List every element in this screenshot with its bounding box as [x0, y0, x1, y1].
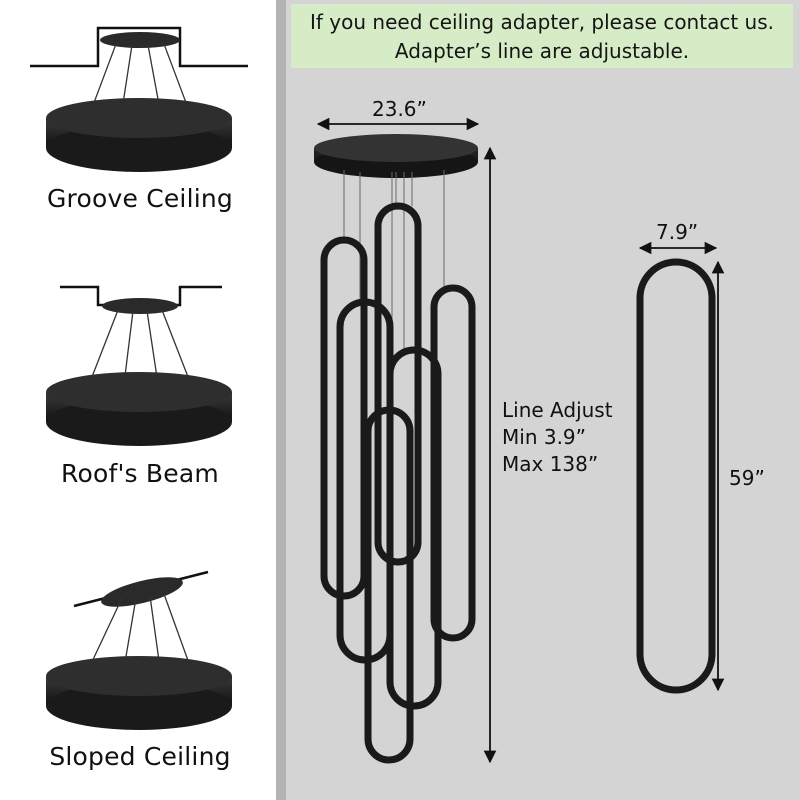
- line-adjust-min: Min 3.9”: [502, 425, 587, 449]
- pendant-ring: [430, 284, 476, 642]
- groove-ceiling-fixture-icon: [30, 26, 248, 172]
- canopy-diameter-label: 23.6”: [372, 97, 427, 121]
- single-ring-icon: [636, 258, 716, 694]
- caption-roof-beam: Roof's Beam: [61, 459, 219, 488]
- caption-sloped-ceiling: Sloped Ceiling: [49, 742, 231, 771]
- pendant-ring: [320, 236, 368, 600]
- adapter-notice-banner: If you need ceiling adapter, please cont…: [291, 4, 793, 68]
- line-adjust-max: Max 138”: [502, 452, 599, 476]
- ring-width-label: 7.9”: [656, 220, 699, 244]
- notice-line-1: If you need ceiling adapter, please cont…: [310, 10, 774, 34]
- canopy-icon: [314, 134, 478, 178]
- sloped-ceiling-fixture-icon: [46, 570, 232, 730]
- pendant-rings: [320, 202, 476, 764]
- caption-groove-ceiling: Groove Ceiling: [46, 184, 233, 213]
- pendant-ring: [364, 406, 414, 764]
- ring-height-label: 59”: [729, 466, 765, 490]
- pendant-ring: [374, 202, 422, 566]
- notice-line-2: Adapter’s line are adjustable.: [394, 39, 690, 63]
- pendant-ring: [386, 346, 442, 710]
- line-adjust-title: Line Adjust: [502, 398, 613, 422]
- panel-divider: [276, 0, 286, 800]
- roof-beam-fixture-icon: [46, 285, 232, 446]
